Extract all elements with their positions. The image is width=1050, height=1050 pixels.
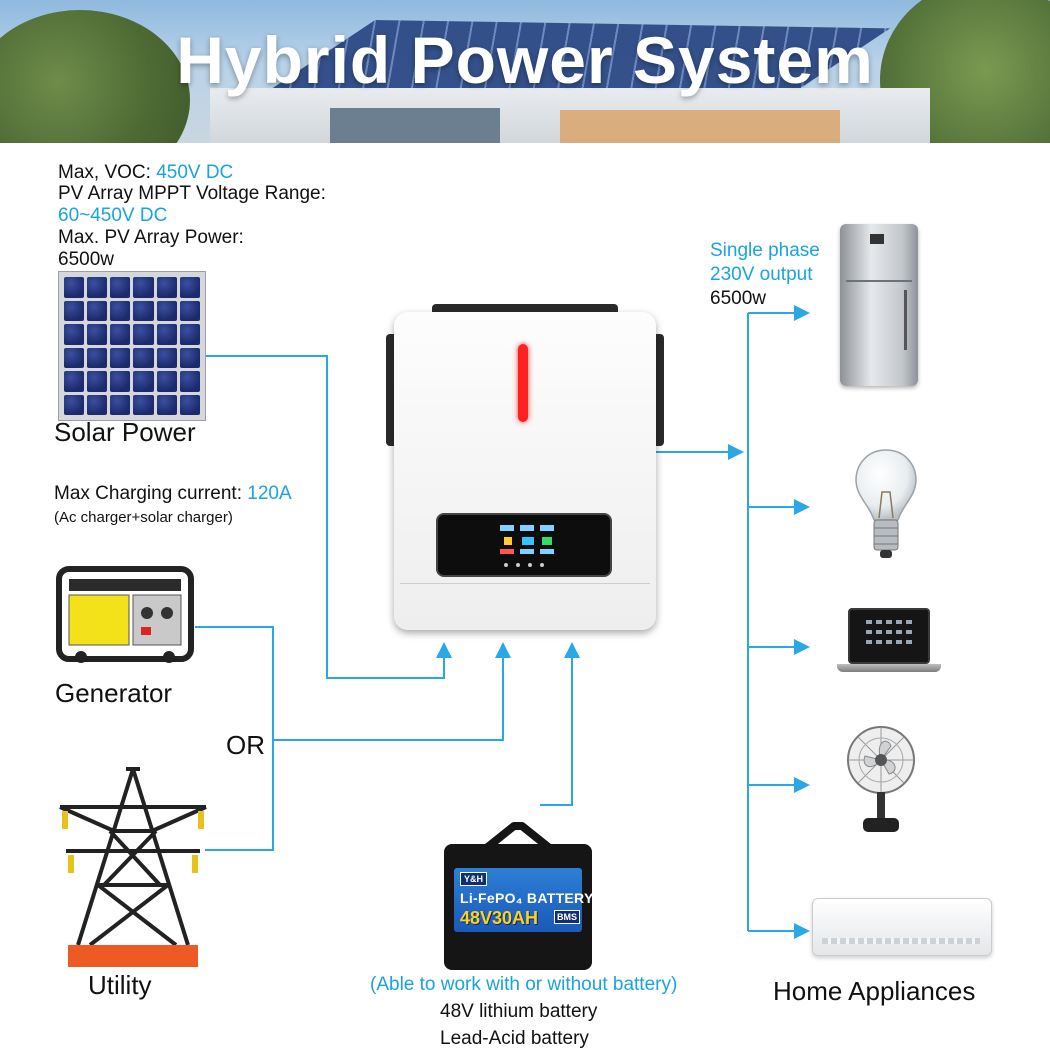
spec-voc: Max, VOC: 450V DC [58, 162, 233, 183]
power-tower-icon [59, 767, 207, 967]
spec-power-label: Max. PV Array Power: [58, 227, 244, 248]
inverter-divider [400, 583, 650, 584]
battery-bms: BMS [554, 910, 580, 924]
spec-mppt-label: PV Array MPPT Voltage Range: [58, 183, 326, 204]
battery-option-lithium: 48V lithium battery [440, 1001, 598, 1022]
solar-roof [269, 20, 890, 90]
laptop-screen-grid [866, 620, 912, 644]
charging-note: (Ac charger+solar charger) [54, 509, 233, 526]
generator-label: Generator [55, 678, 173, 708]
utility-label: Utility [88, 970, 152, 1000]
house-window [330, 108, 500, 143]
wire-generator [195, 626, 274, 851]
laptop-icon [848, 608, 930, 664]
battery-label: Y&H Li-FePO₄ BATTERY 48V30AH BMS [454, 868, 593, 932]
ac-vent [822, 938, 980, 944]
battery-handle [481, 822, 555, 852]
fan-icon [847, 726, 915, 832]
output-power: 6500w [710, 288, 766, 309]
spec-voc-label: Max, VOC: [58, 162, 151, 183]
inverter-display [436, 513, 612, 577]
output-phase: Single phase [710, 240, 820, 261]
fridge-handle [904, 290, 907, 350]
battery-brand: Y&H [460, 872, 488, 886]
or-label: OR [226, 730, 265, 760]
page-title: Hybrid Power System [176, 23, 874, 97]
fridge-door-split [846, 280, 912, 282]
header-banner [0, 0, 1050, 143]
display-graphics [500, 525, 554, 567]
battery-icon: Y&H Li-FePO₄ BATTERY 48V30AH BMS [444, 822, 593, 970]
light-bulb-icon [855, 449, 917, 558]
wire-grid [273, 642, 511, 741]
house-window [560, 110, 840, 143]
solar-power-label: Solar Power [54, 417, 196, 447]
generator-icon [56, 566, 194, 663]
fridge-display [870, 234, 884, 244]
output-voltage: 230V output [710, 264, 813, 285]
spec-power-value: 6500w [58, 249, 114, 270]
charging-current: Max Charging current: 120A [54, 483, 292, 504]
charging-label: Max Charging current: [54, 483, 242, 504]
laptop-base [837, 664, 941, 672]
wire-battery [540, 642, 580, 806]
air-conditioner-icon [812, 898, 992, 956]
solar-panel-icon [58, 271, 206, 421]
home-appliances-label: Home Appliances [773, 976, 976, 1006]
battery-type: Li-FePO₄ BATTERY [460, 890, 594, 906]
battery-option-lead-acid: Lead-Acid battery [440, 1028, 589, 1049]
battery-capacity: 48V30AH [460, 908, 539, 928]
inverter-led [518, 344, 528, 422]
wire-solar [206, 355, 452, 679]
charging-value: 120A [247, 483, 292, 504]
spec-mppt-value: 60~450V DC [58, 205, 168, 226]
spec-voc-value: 450V DC [156, 162, 234, 183]
battery-note: (Able to work with or without battery) [370, 974, 678, 995]
